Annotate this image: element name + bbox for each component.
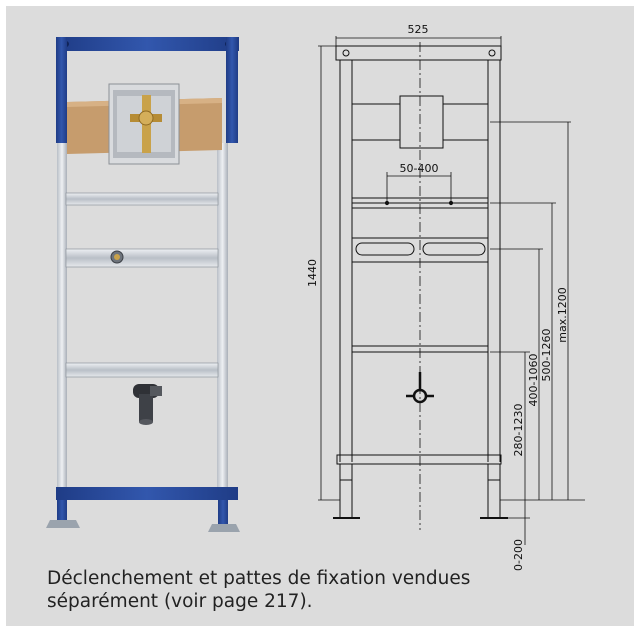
dim-500-1260: 500-1260 <box>540 329 553 382</box>
drawing-valve-box <box>399 95 444 149</box>
technical-drawing <box>333 42 508 530</box>
left-post-lower <box>57 143 67 495</box>
dim-flush-range: 50-400 <box>400 162 439 175</box>
right-post-lower <box>217 143 228 495</box>
dimension-lines <box>318 36 585 545</box>
drawing-top-beam <box>335 45 502 61</box>
dim-0-200: 0-200 <box>512 539 525 571</box>
drawing-bottom-beam <box>336 454 502 465</box>
lower-rail <box>65 362 219 378</box>
middle-rail <box>65 248 219 268</box>
figure-caption: Déclenchement et pattes de fixation vend… <box>47 567 607 613</box>
drain-elbow <box>133 384 162 425</box>
dim-width: 525 <box>408 23 429 36</box>
dim-280-1230: 280-1230 <box>512 404 525 457</box>
caption-line-1: Déclenchement et pattes de fixation vend… <box>47 568 471 589</box>
dim-height-total: 1440 <box>306 259 319 287</box>
caption-line-2: séparément (voir page 217). <box>47 591 313 612</box>
upper-rail <box>65 192 219 206</box>
bottom-beam <box>56 487 238 500</box>
top-beam <box>56 37 239 51</box>
dim-max-1200: max.1200 <box>556 287 569 342</box>
right-post-upper <box>226 37 238 143</box>
frame-photo <box>46 37 240 532</box>
left-foot <box>46 520 80 528</box>
right-foot <box>208 524 240 532</box>
left-post-upper <box>56 37 67 143</box>
dim-400-1060: 400-1060 <box>527 354 540 407</box>
